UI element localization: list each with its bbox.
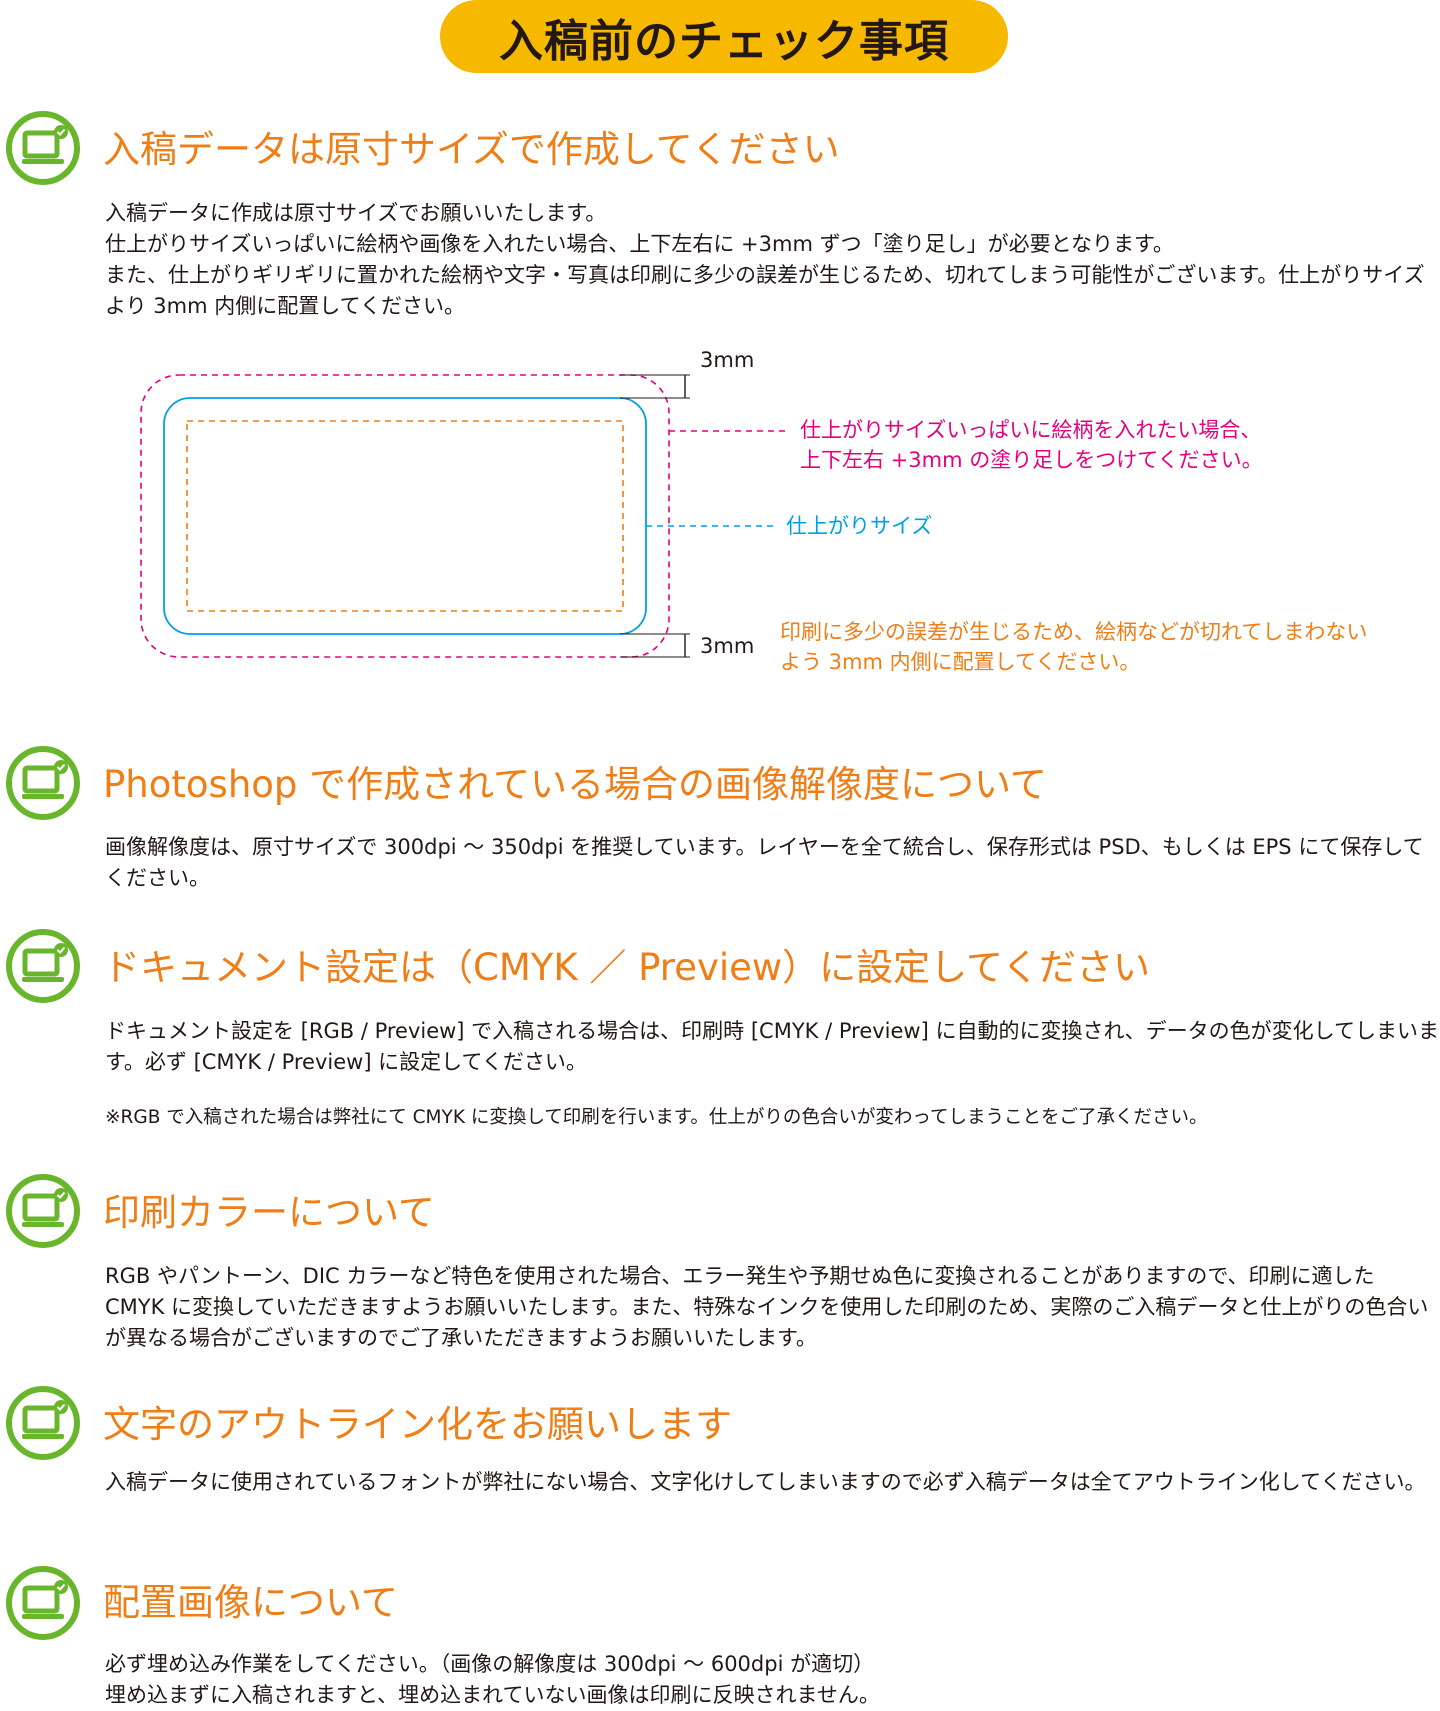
body-line: 入稿データに作成は原寸サイズでお願いいたします。 [105, 201, 607, 225]
section-heading: 配置画像について [103, 1581, 398, 1624]
body-line: また、仕上がりギリギリに置かれた絵柄や文字・写真は印刷に多少の誤差が生じるため、… [105, 263, 1425, 318]
section-heading: Photoshop で作成されている場合の画像解像度について [103, 763, 1047, 806]
body-line: ドキュメント設定を [RGB / Preview] で入稿される場合は、印刷時 … [105, 1019, 1440, 1074]
safe-area-label: 印刷に多少の誤差が生じるため、絵柄などが切れてしまわない よう 3mm 内側に配… [780, 617, 1367, 677]
trim-label: 仕上がりサイズ [786, 514, 933, 538]
section-body: 入稿データに作成は原寸サイズでお願いいたします。 仕上がりサイズいっぱいに絵柄や… [105, 198, 1440, 322]
body-line: 埋め込まずに入稿されますと、埋め込まれていない画像は印刷に反映されません。 [105, 1683, 880, 1707]
body-line: 画像解像度は、原寸サイズで 300dpi 〜 350dpi を推奨しています。レ… [105, 835, 1424, 890]
section-heading: 文字のアウトライン化をお願いします [103, 1403, 732, 1446]
body-line: RGB やパントーン、DIC カラーなど特色を使用された場合、エラー発生や予期せ… [105, 1264, 1429, 1350]
bleed-diagram-graphic [140, 374, 790, 658]
bleed-label: 仕上がりサイズいっぱいに絵柄を入れたい場合、 上下左右 +3mm の塗り足しをつ… [800, 415, 1263, 475]
trim-outline [163, 397, 647, 635]
section-heading: 印刷カラーについて [103, 1191, 435, 1234]
section-heading: ドキュメント設定は（CMYK ／ Preview）に設定してください [103, 946, 1150, 989]
safe-label-line: 印刷に多少の誤差が生じるため、絵柄などが切れてしまわない [780, 620, 1368, 644]
section-body: ドキュメント設定を [RGB / Preview] で入稿される場合は、印刷時 … [105, 1016, 1440, 1133]
body-line: 必ず埋め込み作業をしてください。（画像の解像度は 300dpi 〜 600dpi… [105, 1652, 875, 1676]
bleed-diagram: 3mm 3mm 仕上がりサイズいっぱいに絵柄を入れたい場合、 上下左右 +3mm… [0, 345, 1440, 690]
section-note: ※RGB で入稿された場合は弊社にて CMYK に変換して印刷を行います。仕上が… [105, 1107, 1208, 1128]
section-heading: 入稿データは原寸サイズで作成してください [103, 128, 840, 171]
section-body: 必ず埋め込み作業をしてください。（画像の解像度は 300dpi 〜 600dpi… [105, 1649, 1440, 1711]
bleed-label-line: 仕上がりサイズいっぱいに絵柄を入れたい場合、 [800, 418, 1262, 442]
monitor-check-icon [6, 1386, 80, 1460]
monitor-check-icon [6, 1174, 80, 1248]
monitor-check-icon [6, 1566, 80, 1640]
section-body: 入稿データに使用されているフォントが弊社にない場合、文字化けしてしまいますので必… [105, 1467, 1440, 1498]
section-body: 画像解像度は、原寸サイズで 300dpi 〜 350dpi を推奨しています。レ… [105, 832, 1440, 894]
safe-offset-label: 3mm [700, 634, 755, 658]
monitor-check-icon [6, 111, 80, 185]
section-body: RGB やパントーン、DIC カラーなど特色を使用された場合、エラー発生や予期せ… [105, 1261, 1440, 1354]
bleed-offset-label: 3mm [700, 348, 755, 372]
monitor-check-icon [6, 929, 80, 1003]
safe-label-line: よう 3mm 内側に配置してください。 [780, 650, 1141, 674]
body-line: 入稿データに使用されているフォントが弊社にない場合、文字化けしてしまいますので必… [105, 1470, 1426, 1494]
bleed-label-line: 上下左右 +3mm の塗り足しをつけてください。 [800, 448, 1263, 472]
bleed-outline [140, 374, 670, 658]
page-title: 入稿前のチェック事項 [499, 15, 949, 67]
safe-area-outline [186, 420, 624, 612]
monitor-check-icon [6, 746, 80, 820]
body-line: 仕上がりサイズいっぱいに絵柄や画像を入れたい場合、上下左右に +3mm ずつ「塗… [105, 232, 1174, 256]
title-banner: 入稿前のチェック事項 [440, 0, 1008, 73]
